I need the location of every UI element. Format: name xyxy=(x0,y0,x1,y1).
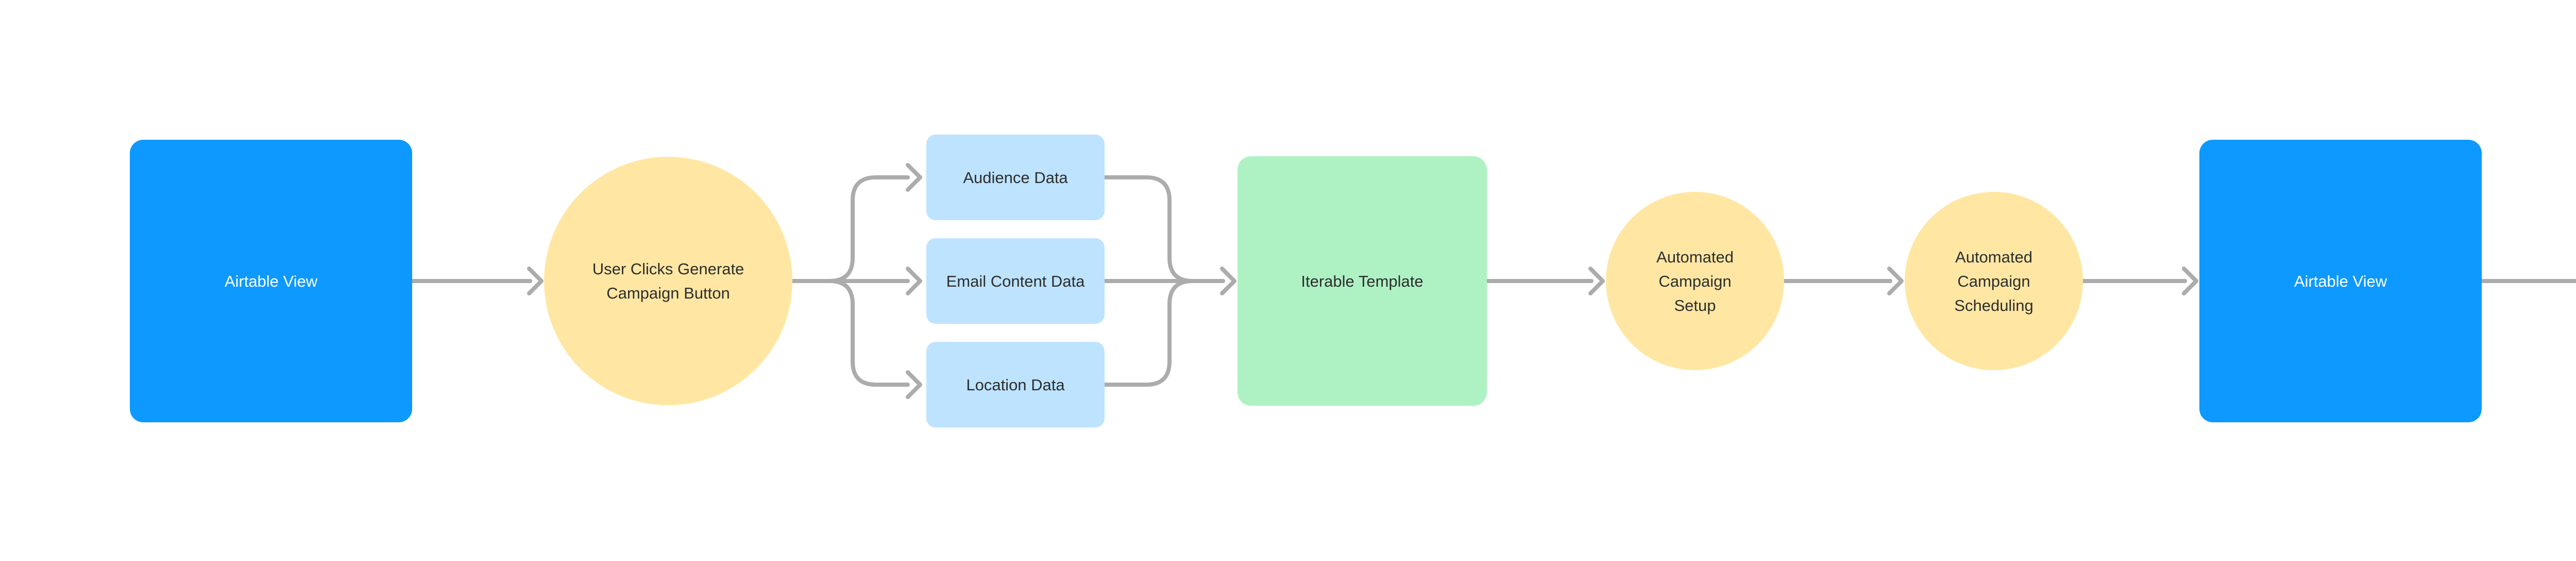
arrowhead-icon xyxy=(906,267,922,295)
node-iterable-template[interactable]: Iterable Template xyxy=(1238,156,1487,406)
connector-airtable2-to-record-status[interactable] xyxy=(2480,269,2576,293)
connector-user-clicks-to-email-content-data[interactable] xyxy=(827,267,922,295)
connector-airtable1-to-user-clicks[interactable] xyxy=(410,267,544,295)
connector-line xyxy=(1103,279,1195,387)
node-airtable-view-left[interactable]: Airtable View xyxy=(130,140,412,422)
connector-email-content-data-to-iterable-template[interactable] xyxy=(1103,267,1236,295)
arrowhead-icon xyxy=(527,267,544,295)
node-label: Email Content Data xyxy=(946,272,1085,290)
node-location-data[interactable]: Location Data xyxy=(926,342,1105,427)
node-label: Location Data xyxy=(966,375,1065,394)
node-label: Automated Campaign Scheduling xyxy=(1954,248,2033,315)
connector-iterable-template-to-campaign-setup[interactable] xyxy=(1485,267,1605,295)
node-audience-data[interactable]: Audience Data xyxy=(926,135,1105,220)
connector-campaign-scheduling-to-airtable2[interactable] xyxy=(2081,267,2198,295)
node-label: User Clicks Generate Campaign Button xyxy=(592,260,744,302)
connector-line xyxy=(827,279,910,387)
node-airtable-view-right[interactable]: Airtable View xyxy=(2199,140,2482,422)
node-automated-campaign-scheduling[interactable]: Automated Campaign Scheduling xyxy=(1905,192,2083,370)
node-automated-campaign-setup[interactable]: Automated Campaign Setup xyxy=(1606,192,1784,370)
node-email-content-data[interactable]: Email Content Data xyxy=(926,238,1105,324)
connector-line xyxy=(827,175,910,283)
connector-line xyxy=(1103,175,1195,283)
arrowhead-icon xyxy=(1887,267,1904,295)
node-label: Automated Campaign Setup xyxy=(1656,248,1734,315)
connector-user-clicks-to-audience-data[interactable] xyxy=(827,163,922,283)
arrowhead-icon xyxy=(2182,267,2198,295)
arrowhead-icon xyxy=(906,163,922,192)
node-label: Airtable View xyxy=(224,272,318,290)
arrowhead-icon xyxy=(906,370,922,399)
arrowhead-icon xyxy=(1588,267,1605,295)
node-label: Audience Data xyxy=(963,168,1068,187)
connector-location-data-to-iterable-template[interactable] xyxy=(1103,279,1195,387)
connector-user-clicks-to-location-data[interactable] xyxy=(827,279,922,399)
arrowhead-icon xyxy=(1220,267,1236,295)
node-label: Iterable Template xyxy=(1301,272,1423,290)
connector-campaign-setup-to-campaign-scheduling[interactable] xyxy=(1782,267,1904,295)
connector-audience-data-to-iterable-template[interactable] xyxy=(1103,175,1195,283)
node-user-clicks-generate-campaign-button[interactable]: User Clicks Generate Campaign Button xyxy=(544,157,792,405)
node-label: Airtable View xyxy=(2294,272,2387,290)
